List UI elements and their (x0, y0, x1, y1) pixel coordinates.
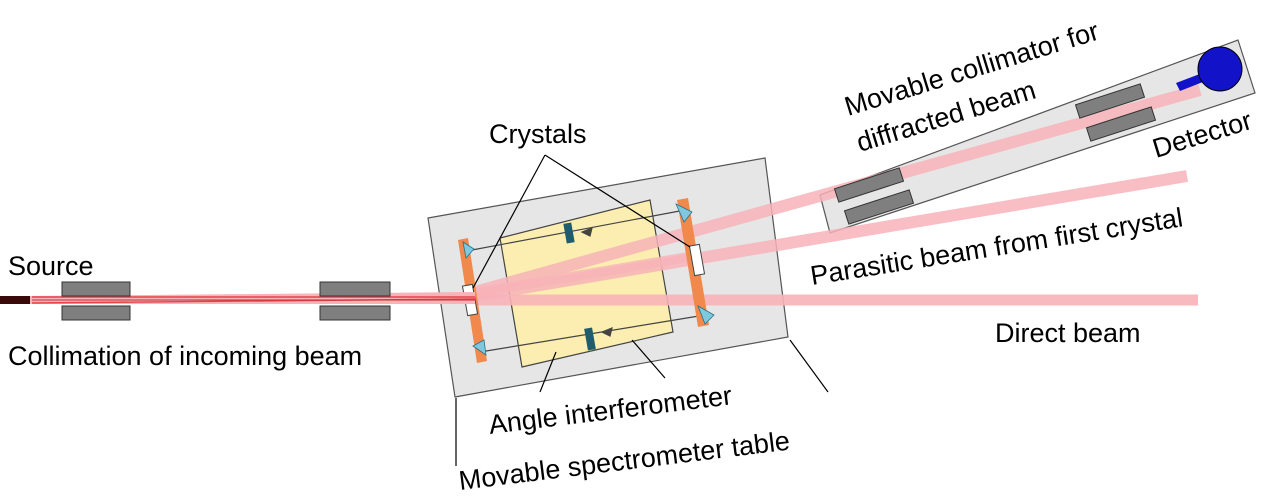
crystals-leader-right (544, 154, 691, 248)
collimator-block-2a (319, 281, 391, 297)
label-direct-beam: Direct beam (995, 318, 1141, 348)
interferometer-leader-right (631, 339, 666, 379)
leader-lines (455, 154, 829, 466)
collimator-block-1a (61, 281, 131, 297)
source (0, 296, 36, 304)
angle-interferometer (499, 199, 674, 368)
interferometer-crystals (563, 222, 596, 351)
diff-collimator-block-1b (843, 189, 915, 225)
interferometer-leader-left (539, 351, 557, 393)
prisms (462, 203, 715, 356)
label-collimation: Collimation of incoming beam (8, 341, 362, 371)
table-leader-right (789, 339, 829, 393)
collimator-block-1b (61, 305, 131, 321)
prism-bottom-right (697, 305, 715, 325)
label-angle-interferometer: Angle interferometer (487, 380, 733, 440)
prism-top-left (462, 241, 475, 259)
diff-collimator-block-1a (833, 167, 905, 203)
interferometer-crystal-bottom (584, 327, 596, 351)
second-crystal (688, 243, 706, 277)
prism-top-right (675, 203, 693, 223)
detector-head (1197, 46, 1243, 92)
prism-bottom-left (472, 339, 487, 356)
diff-collimator-block-2b (1085, 106, 1157, 142)
incoming-collimator (61, 281, 391, 321)
label-source: Source (8, 251, 94, 281)
interferometer-crystal-top (563, 222, 575, 244)
beam-to-second-crystal (474, 250, 701, 298)
crystals-leader-left (472, 154, 546, 289)
diffracted-collimator (833, 83, 1157, 225)
collimator-block-2b (319, 305, 391, 321)
detector (1176, 46, 1243, 92)
diff-collimator-block-2a (1074, 83, 1146, 119)
label-crystals: Crystals (489, 119, 587, 149)
